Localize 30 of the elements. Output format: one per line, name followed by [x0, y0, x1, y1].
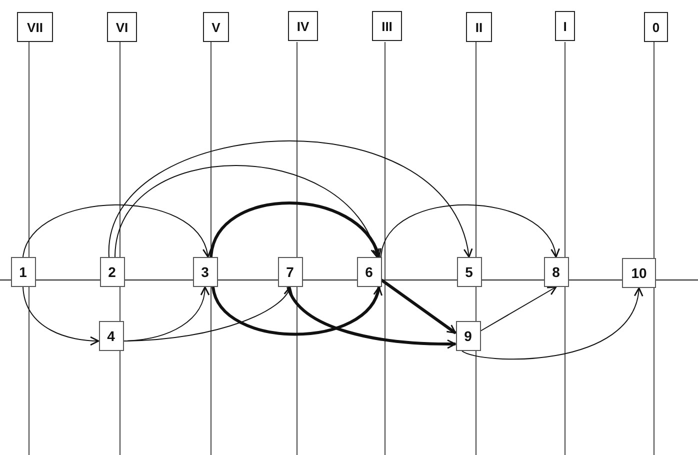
arrow: [462, 287, 642, 360]
arrow: [380, 278, 456, 334]
event-box: 5: [456, 257, 482, 287]
arrow: [22, 286, 100, 346]
event-box: 9: [456, 321, 480, 351]
event-box: 6: [356, 257, 382, 287]
event-box: 4: [98, 321, 124, 351]
arrow: [22, 204, 210, 258]
event-box: 10: [622, 258, 656, 288]
column-header: III: [372, 11, 402, 41]
event-box: 2: [100, 257, 124, 287]
column-header: I: [555, 11, 575, 41]
column-header: VII: [17, 12, 53, 42]
arrow: [380, 204, 558, 258]
arrow: [212, 286, 381, 336]
arrow: [286, 286, 456, 349]
arrow: [114, 165, 379, 258]
arrow: [210, 202, 380, 258]
event-box: 8: [544, 257, 568, 287]
column-header: VI: [107, 12, 137, 42]
event-box: 7: [278, 257, 302, 287]
column-header: 0: [644, 12, 668, 42]
arrow: [480, 286, 557, 332]
event-box: 3: [192, 257, 218, 287]
event-box: 1: [10, 257, 36, 287]
arrow: [108, 140, 472, 258]
column-header: II: [466, 12, 492, 42]
column-header: IV: [288, 11, 318, 41]
arrow: [123, 286, 292, 342]
column-header: V: [203, 12, 229, 42]
